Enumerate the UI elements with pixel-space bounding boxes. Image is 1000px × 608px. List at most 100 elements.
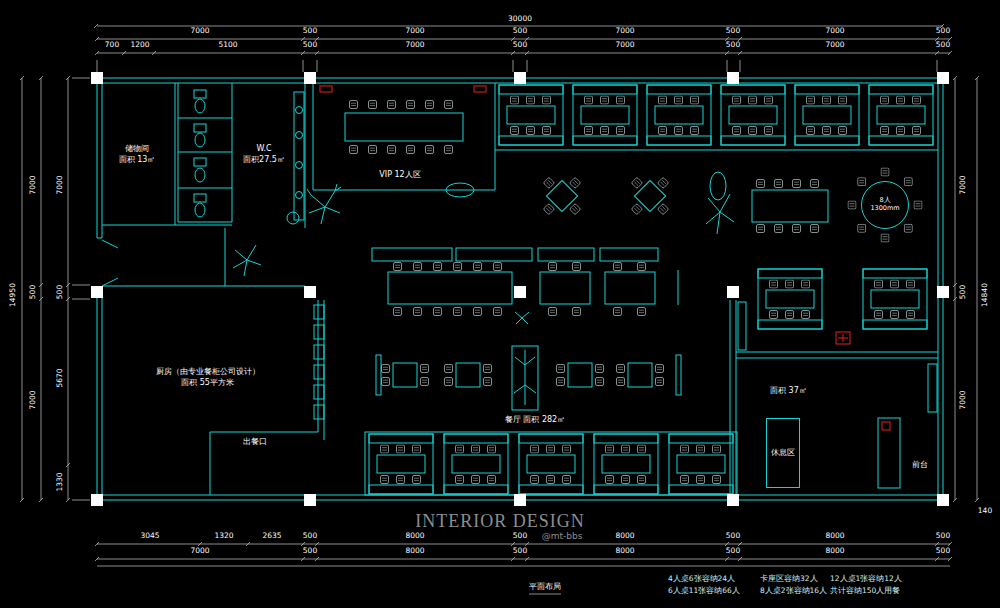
walls (97, 78, 943, 500)
plan-title: 平面布局 (529, 583, 561, 591)
center-tables (540, 272, 590, 304)
vip-table (445, 146, 453, 154)
booths (573, 85, 637, 145)
capacity-note: 12人桌1张容纳12人 (830, 575, 902, 583)
dimension-text: 7000 (29, 390, 37, 409)
square-tables (543, 177, 554, 188)
booths (499, 85, 563, 145)
fire-equipment (836, 332, 850, 344)
booths (721, 85, 785, 145)
wc-fixtures (296, 107, 303, 114)
square-tables (618, 164, 682, 228)
dimension-text: 1320 (214, 532, 233, 540)
columns (727, 494, 739, 506)
room-label: 面积 37㎡休息区前台 (738, 362, 936, 494)
center-tables (656, 365, 664, 373)
right-room-fittings (738, 302, 746, 350)
center-tables (434, 308, 442, 316)
center-tables (557, 365, 565, 373)
vip-table (345, 113, 463, 141)
center-tables (600, 248, 658, 261)
center-tables (494, 263, 502, 271)
center-tables (445, 365, 453, 373)
plan-note: 出餐口 (243, 438, 267, 446)
plants (307, 184, 341, 224)
wc-fixtures (294, 92, 304, 220)
booths (369, 434, 433, 494)
round-table-chairs (904, 178, 912, 186)
columns (727, 72, 739, 84)
columns (937, 72, 949, 84)
vip-table (388, 101, 396, 109)
center-tables (414, 308, 422, 316)
wc-fixtures (194, 158, 206, 166)
square-tables (546, 180, 577, 211)
booths (369, 85, 933, 494)
dimension-text: 7000 (190, 547, 209, 555)
center-tables (421, 378, 429, 386)
capacity-note: 6人桌11张容纳66人 (668, 587, 740, 595)
center-tables (393, 363, 417, 387)
center-tables (474, 263, 482, 271)
columns (91, 286, 103, 298)
dimension-text: 1200 (130, 41, 149, 49)
center-tables (388, 272, 512, 304)
booths (669, 434, 733, 494)
dimension-text: 500 (303, 547, 317, 555)
fire-equipment (320, 86, 890, 430)
dimension-text: 8000 (825, 532, 844, 540)
center-tables (614, 308, 622, 316)
booths (594, 434, 658, 494)
dimension-text: 500 (56, 285, 64, 299)
dimension-text: 8000 (615, 532, 634, 540)
node-text: 8人 1300mm (870, 197, 900, 213)
columns (514, 494, 526, 506)
wc-fixtures (296, 132, 303, 139)
booths (795, 85, 859, 145)
dimension-text: 1330 (56, 472, 64, 491)
dimension-lines (97, 566, 950, 567)
walls (97, 238, 118, 288)
center-tables (474, 308, 482, 316)
plants (514, 350, 536, 405)
node-text: 面积 55平方米 (181, 378, 234, 389)
columns (304, 286, 316, 298)
dimension-text: 8000 (825, 547, 844, 555)
dimension-text: 8000 (405, 547, 424, 555)
node-text: 餐厅 面积 282㎡ (505, 415, 565, 426)
center-tables (656, 378, 664, 386)
dimension-text: 14950 (9, 283, 17, 307)
columns (91, 72, 949, 506)
capacity-note: 卡座区容纳32人 (760, 575, 818, 583)
dimension-lines (97, 60, 937, 72)
dimension-text: 500 (303, 27, 317, 35)
dimension-text: 7000 (405, 27, 424, 35)
square-tables (631, 203, 642, 214)
dimension-lines (66, 76, 70, 502)
capacity-note: 共计容纳150人用餐 (830, 587, 900, 595)
round-table-chairs (848, 201, 856, 209)
center-tables (445, 378, 453, 386)
walls (314, 305, 324, 319)
wc-fixtures (296, 162, 303, 169)
columns (937, 286, 949, 298)
right-room-fittings (928, 364, 937, 412)
dimension-text: 5670 (56, 368, 64, 387)
plants (446, 183, 474, 197)
booths (647, 85, 711, 145)
wc-fixtures (194, 124, 206, 132)
dimension-text: 500 (303, 532, 317, 540)
wc-fixtures (194, 90, 304, 220)
plants (287, 212, 299, 224)
center-tables (382, 365, 390, 373)
wc-fixtures (296, 192, 303, 199)
dimension-text: 2635 (262, 532, 281, 540)
long-table (811, 225, 819, 233)
plants (512, 346, 538, 410)
center-tables (676, 355, 681, 395)
reception-label: 前台 (904, 454, 936, 476)
dimension-text: 500 (936, 27, 950, 35)
center-tables (372, 248, 681, 395)
square-tables (657, 203, 668, 214)
rest-area-box: 休息区 (766, 418, 800, 488)
